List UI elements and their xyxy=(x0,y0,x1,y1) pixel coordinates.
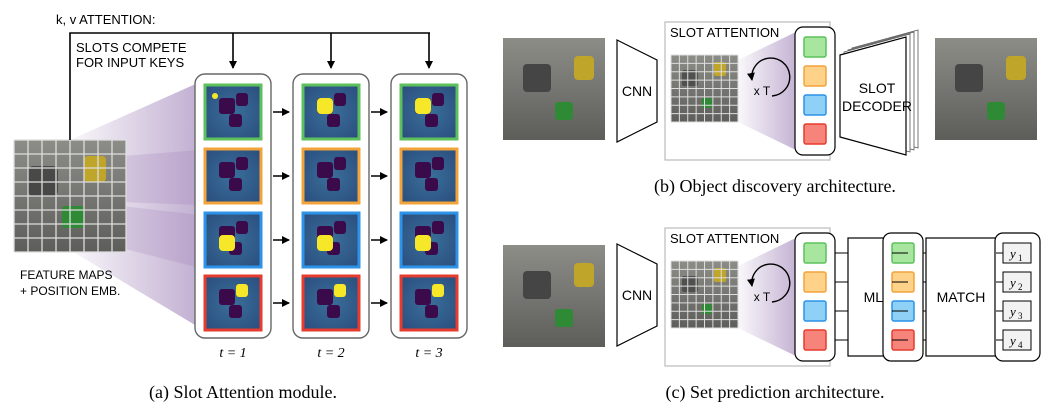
iteration-label-b: x T xyxy=(754,84,771,98)
slot-attention-title-b: SLOT ATTENTION xyxy=(670,25,779,40)
match-box xyxy=(925,237,997,357)
output-subscript: 3 xyxy=(1018,311,1023,321)
attention-map xyxy=(203,147,263,205)
attention-map xyxy=(203,274,263,332)
slot-vector xyxy=(803,329,827,351)
time-label-t1: t = 1 xyxy=(219,346,246,361)
slot-decoder-label-1: SLOT xyxy=(859,80,896,96)
caption-c: (c) Set prediction architecture. xyxy=(666,382,885,403)
slots-compete-label-1: SLOTS COMPETE xyxy=(76,40,187,55)
attention-map xyxy=(301,211,361,269)
attention-map xyxy=(399,274,459,332)
iteration-loop-c xyxy=(746,263,791,303)
iteration-label-c: x T xyxy=(754,290,771,304)
slots-column-c xyxy=(794,232,836,362)
attention-map xyxy=(399,211,459,269)
slots-column-b xyxy=(794,26,836,156)
attention-map xyxy=(301,147,361,205)
cnn-label-c: CNN xyxy=(622,287,652,303)
slot-decoder-label-2: DECODER xyxy=(842,98,912,114)
cnn-trapezoid-b xyxy=(616,39,658,143)
attention-beam-c xyxy=(738,236,800,358)
feature-grid-c xyxy=(670,260,739,329)
cnn-trapezoid-c xyxy=(616,243,658,347)
slot-vector xyxy=(803,36,827,58)
iteration-loop-b xyxy=(746,57,791,97)
attention-map xyxy=(203,211,263,269)
panel-a: k, v ATTENTION: SLOTS COMPETE FOR INPUT … xyxy=(13,12,468,403)
output-box xyxy=(1002,242,1032,264)
kv-attention-connector xyxy=(69,32,430,140)
slot-vector xyxy=(803,123,827,145)
cnn-label-b: CNN xyxy=(622,83,652,99)
slot-decoder-stack xyxy=(839,29,919,156)
output-label: y xyxy=(1008,246,1016,261)
time-label-t2: t = 2 xyxy=(317,346,344,361)
outputs-column xyxy=(994,232,1041,362)
slot-vector xyxy=(803,300,827,322)
input-scene-c xyxy=(503,245,605,347)
output-box xyxy=(1002,300,1032,322)
panel-b: CNN SLOT ATTENTION x T SLOT DECODER xyxy=(503,21,1037,197)
time-label-t3: t = 3 xyxy=(415,346,442,361)
input-scene-b xyxy=(503,38,605,140)
attention-map xyxy=(203,83,263,141)
slot-vector xyxy=(803,242,827,264)
caption-b: (b) Object discovery architecture. xyxy=(654,176,896,197)
match-label: MATCH xyxy=(937,289,986,305)
caption-a: (a) Slot Attention module. xyxy=(149,382,337,403)
feature-maps-label-1: FEATURE MAPS xyxy=(20,268,112,282)
feature-grid-b xyxy=(670,54,739,123)
mlp-output-column xyxy=(882,232,924,362)
output-label: y xyxy=(1008,333,1016,348)
feature-maps-grid xyxy=(13,139,127,253)
slot-vector xyxy=(803,94,827,116)
output-label: y xyxy=(1008,275,1016,290)
attention-map xyxy=(399,83,459,141)
attention-map xyxy=(301,274,361,332)
output-subscript: 4 xyxy=(1018,340,1023,350)
output-subscript: 1 xyxy=(1018,253,1023,263)
kv-attention-label: k, v ATTENTION: xyxy=(56,12,155,27)
output-label: y xyxy=(1008,304,1016,319)
attention-map xyxy=(301,83,361,141)
slot-vector xyxy=(803,65,827,87)
output-box xyxy=(1002,271,1032,293)
slots-compete-label-2: FOR INPUT KEYS xyxy=(76,55,184,70)
output-subscript: 2 xyxy=(1018,282,1023,292)
attention-beam-b xyxy=(738,30,800,152)
slot-vector xyxy=(803,271,827,293)
output-box xyxy=(1002,329,1032,351)
slot-attention-title-c: SLOT ATTENTION xyxy=(670,231,779,246)
attention-map xyxy=(399,147,459,205)
feature-maps-label-2: + POSITION EMB. xyxy=(20,284,120,298)
output-scene-b xyxy=(935,38,1037,140)
